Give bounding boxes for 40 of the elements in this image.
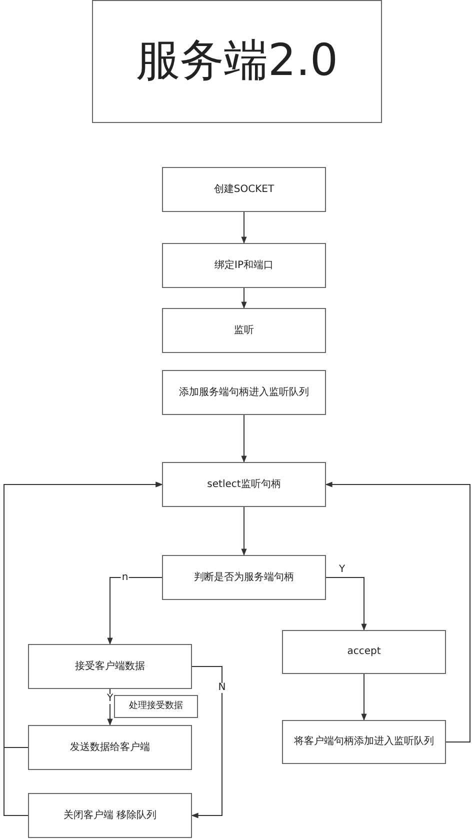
arrow [191,666,222,818]
edge-label: n [120,573,130,583]
arrow [241,414,247,463]
edge-label: Y [338,565,346,575]
arrow [107,577,162,645]
edge-label: N [217,683,227,693]
node-text: 关闭客户端 移除队列 [62,810,158,822]
arrow [241,506,247,556]
node-text: accept [346,646,382,658]
node-text: 添加服务端句柄进入监听队列 [178,386,310,398]
process-box [162,167,326,212]
arrow [241,212,247,244]
title-box [92,0,382,123]
node-text: 接受客户端数据 [74,660,146,672]
node-text: 创建SOCKET [212,184,276,196]
node-text: 判断是否为服务端句柄 [193,572,295,584]
process-box [282,720,446,764]
process-box [162,555,326,600]
node-text: 发送数据给客户端 [69,742,151,754]
process-box [162,243,326,288]
process-box [28,793,192,838]
arrow [241,288,247,309]
process-box [282,630,446,674]
process-box [28,725,192,770]
arrow [326,577,367,631]
node-text: setlect监听句柄 [206,478,282,490]
process-box [28,644,192,689]
node-text: 绑定IP和端口 [214,260,274,272]
process-box [114,695,198,718]
arrow [4,482,163,816]
node-text: 将客户端句柄添加进入监听队列 [293,736,435,748]
arrow [325,482,470,742]
edge-label: Y [106,694,114,704]
node-text: 处理接受数据 [128,701,184,712]
node-text: 监听 [233,324,255,336]
title-text: 服务端2.0 [135,35,339,88]
process-box [162,462,326,507]
process-box [162,370,326,415]
process-box [162,308,326,353]
arrow [361,674,367,721]
